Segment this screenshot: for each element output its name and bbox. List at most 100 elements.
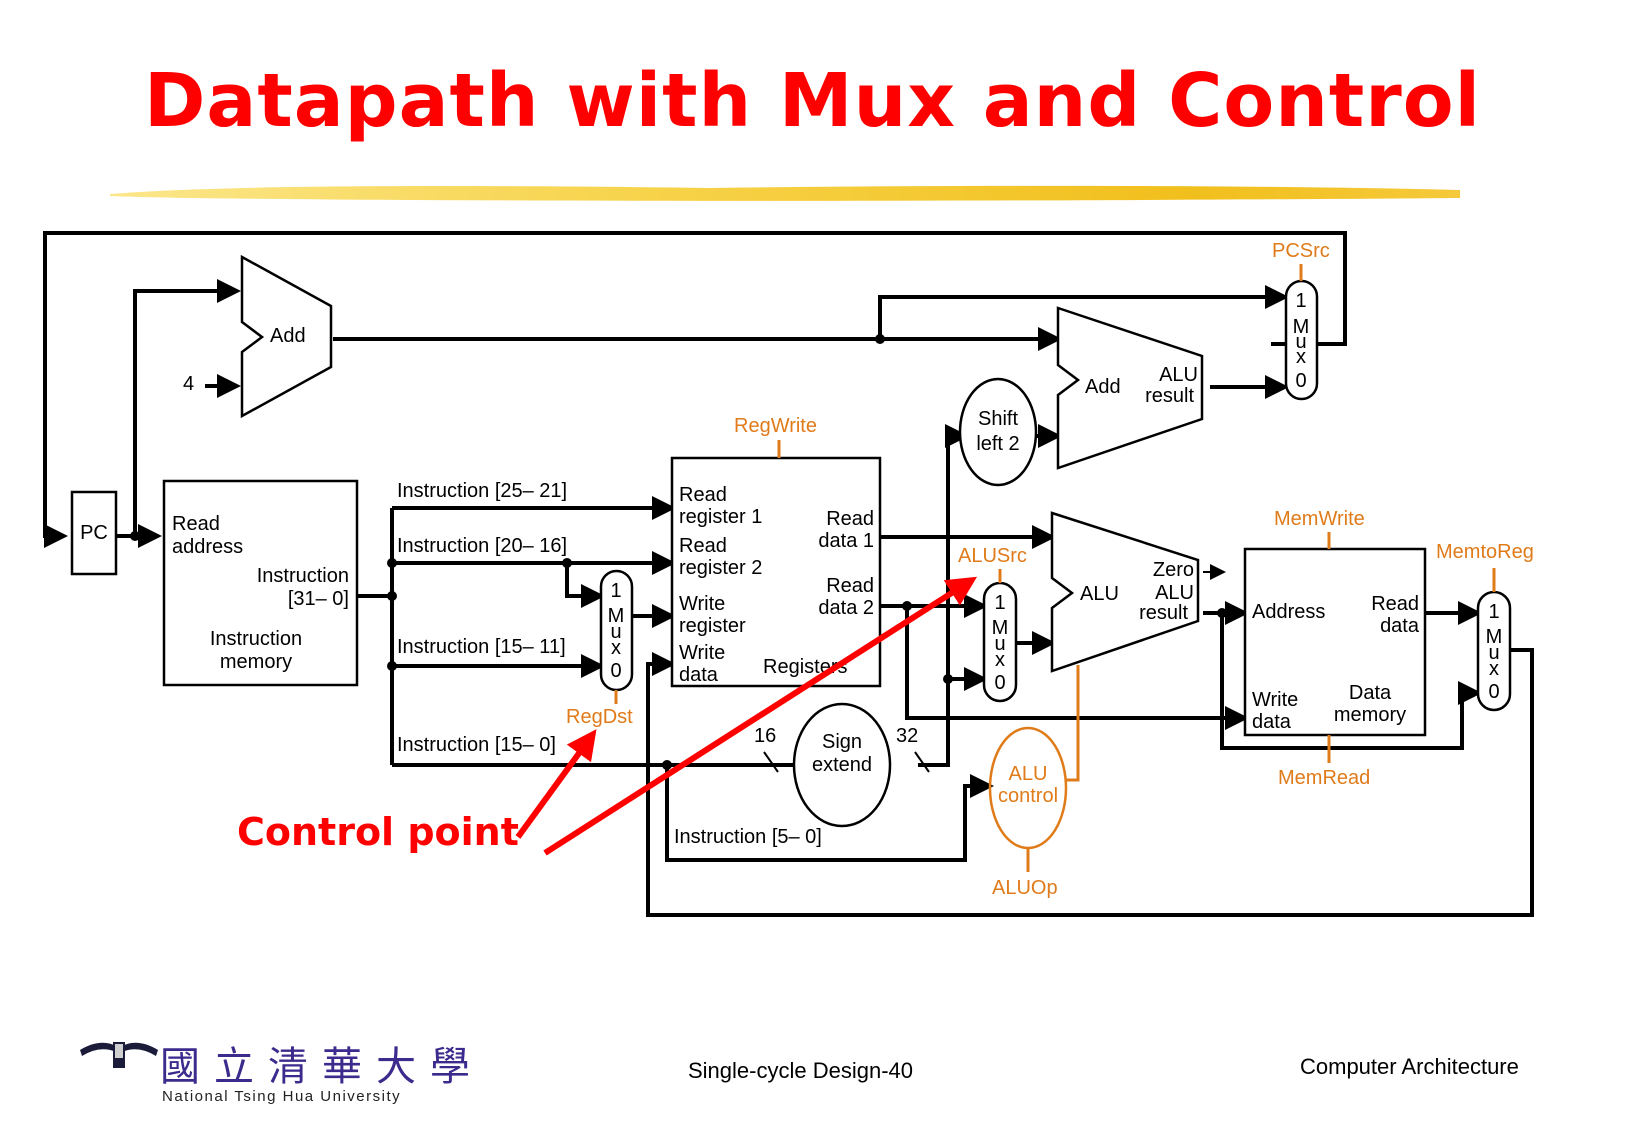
svg-text:x: x: [611, 637, 621, 659]
sign-extend-unit: [792, 702, 892, 828]
svg-text:x: x: [1489, 658, 1499, 680]
instruction-memory: [162, 479, 359, 687]
control-regdst: RegDst: [566, 706, 633, 728]
alu: [1050, 511, 1200, 673]
svg-text:M: M: [608, 605, 625, 627]
branch-adder-label: Add: [1085, 376, 1121, 398]
alu-control-label-2: control: [998, 785, 1058, 807]
alu-zero-label: Zero: [1153, 559, 1194, 581]
imem-read-address-1: Read: [172, 513, 220, 535]
control-point-arrow-alusrc: [543, 576, 978, 856]
pcsrc-mux-labels: 1 M u x 0: [1293, 290, 1310, 392]
dmem-read-data-2: data: [1380, 615, 1420, 637]
svg-text:0: 0: [1295, 370, 1306, 392]
sign-extend-label-1: Sign: [822, 731, 862, 753]
imem-instruction-1: Instruction: [257, 565, 349, 587]
control-point-label: Control point: [237, 810, 519, 854]
svg-text:u: u: [1488, 642, 1499, 664]
imem-name-2: memory: [220, 651, 292, 673]
dmem-name-1: Data: [1349, 682, 1392, 704]
alu-result-label-2: result: [1139, 602, 1188, 624]
svg-text:x: x: [995, 649, 1005, 671]
dmem-read-data-1: Read: [1371, 593, 1419, 615]
instr-field-5-0: Instruction [5– 0]: [674, 826, 822, 848]
shift-left-label-1: Shift: [978, 408, 1018, 430]
svg-text:1: 1: [994, 592, 1005, 614]
sign-extend-label-2: extend: [812, 754, 872, 776]
reg-write-data: Write: [679, 642, 725, 664]
memtoreg-mux-labels: 1 M u x 0: [1486, 601, 1503, 703]
svg-text:0: 0: [994, 672, 1005, 694]
alu-label: ALU: [1080, 583, 1119, 605]
footer-course-name: Computer Architecture: [1300, 1054, 1519, 1079]
pc-adder-label: Add: [270, 325, 306, 347]
svg-text:M: M: [992, 617, 1009, 639]
bus-width-16: 16: [754, 725, 776, 747]
control-aluop: ALUOp: [992, 877, 1058, 899]
slide-title: Datapath with Mux and Control: [143, 58, 1481, 144]
svg-text:u: u: [1295, 331, 1306, 353]
reg-write-register-b: register: [679, 615, 746, 637]
reg-write-register: Write: [679, 593, 725, 615]
pc-label: PC: [80, 522, 108, 544]
register-file: [670, 456, 882, 688]
imem-name-1: Instruction: [210, 628, 302, 650]
imem-read-address-2: address: [172, 536, 243, 558]
bus-width-32: 32: [896, 725, 918, 747]
reg-write-data-b: data: [679, 664, 719, 686]
svg-text:x: x: [1296, 346, 1306, 368]
reg-read-register-1b: register 1: [679, 506, 762, 528]
svg-text:M: M: [1486, 626, 1503, 648]
svg-text:1: 1: [1295, 290, 1306, 312]
control-memwrite: MemWrite: [1274, 508, 1365, 530]
title-underline-brush: [110, 185, 1460, 201]
svg-text:0: 0: [1488, 681, 1499, 703]
svg-text:u: u: [610, 621, 621, 643]
shift-left-label-2: left 2: [976, 433, 1019, 455]
dmem-name-2: memory: [1334, 704, 1406, 726]
svg-text:1: 1: [1488, 601, 1499, 623]
instr-field-25-21: Instruction [25– 21]: [397, 480, 567, 502]
university-name-chinese: 國立清華大學: [160, 1044, 484, 1090]
imem-instruction-2: [31– 0]: [288, 588, 349, 610]
alu-control-label-1: ALU: [1009, 763, 1048, 785]
instr-field-15-0: Instruction [15– 0]: [397, 734, 556, 756]
footer-page-label: Single-cycle Design-40: [688, 1058, 913, 1083]
svg-text:0: 0: [610, 660, 621, 682]
reg-read-data-2: Read: [826, 575, 874, 597]
control-point-arrow-regdst: [515, 729, 597, 839]
dmem-address: Address: [1252, 601, 1325, 623]
dmem-write-data-2: data: [1252, 711, 1292, 733]
svg-text:1: 1: [610, 580, 621, 602]
alusrc-mux-labels: 1 M u x 0: [992, 592, 1009, 694]
control-memtoreg: MemtoReg: [1436, 541, 1534, 563]
const-four-label: 4: [183, 373, 194, 395]
control-alusrc: ALUSrc: [958, 545, 1027, 567]
wire-pc-feedback: [43, 231, 1347, 548]
pc-register: [70, 490, 118, 576]
dmem-write-data-1: Write: [1252, 689, 1298, 711]
reg-read-data-1: Read: [826, 508, 874, 530]
instr-field-15-11: Instruction [15– 11]: [397, 636, 566, 658]
university-name-english: National Tsing Hua University: [162, 1088, 402, 1105]
reg-read-register-2: Read: [679, 535, 727, 557]
shift-left-2-unit: [958, 377, 1038, 487]
control-regwrite: RegWrite: [734, 415, 817, 437]
regdst-mux-labels: 1 M u x 0: [608, 580, 625, 682]
instr-field-20-16: Instruction [20– 16]: [397, 535, 567, 557]
data-memory: [1243, 547, 1427, 737]
alu-result-label-1: ALU: [1155, 582, 1194, 604]
svg-text:M: M: [1293, 316, 1310, 338]
university-emblem-icon: [80, 1042, 158, 1068]
svg-text:u: u: [994, 633, 1005, 655]
control-memread: MemRead: [1278, 767, 1370, 789]
reg-read-register-2b: register 2: [679, 557, 762, 579]
reg-read-register-1: Read: [679, 484, 727, 506]
reg-read-data-1b: data 1: [818, 530, 874, 552]
branch-adder-result-2: result: [1145, 385, 1194, 407]
pc-adder: [240, 254, 333, 419]
control-pcsrc: PCSrc: [1272, 240, 1330, 262]
branch-adder: [1056, 306, 1204, 470]
branch-adder-result-1: ALU: [1159, 364, 1198, 386]
